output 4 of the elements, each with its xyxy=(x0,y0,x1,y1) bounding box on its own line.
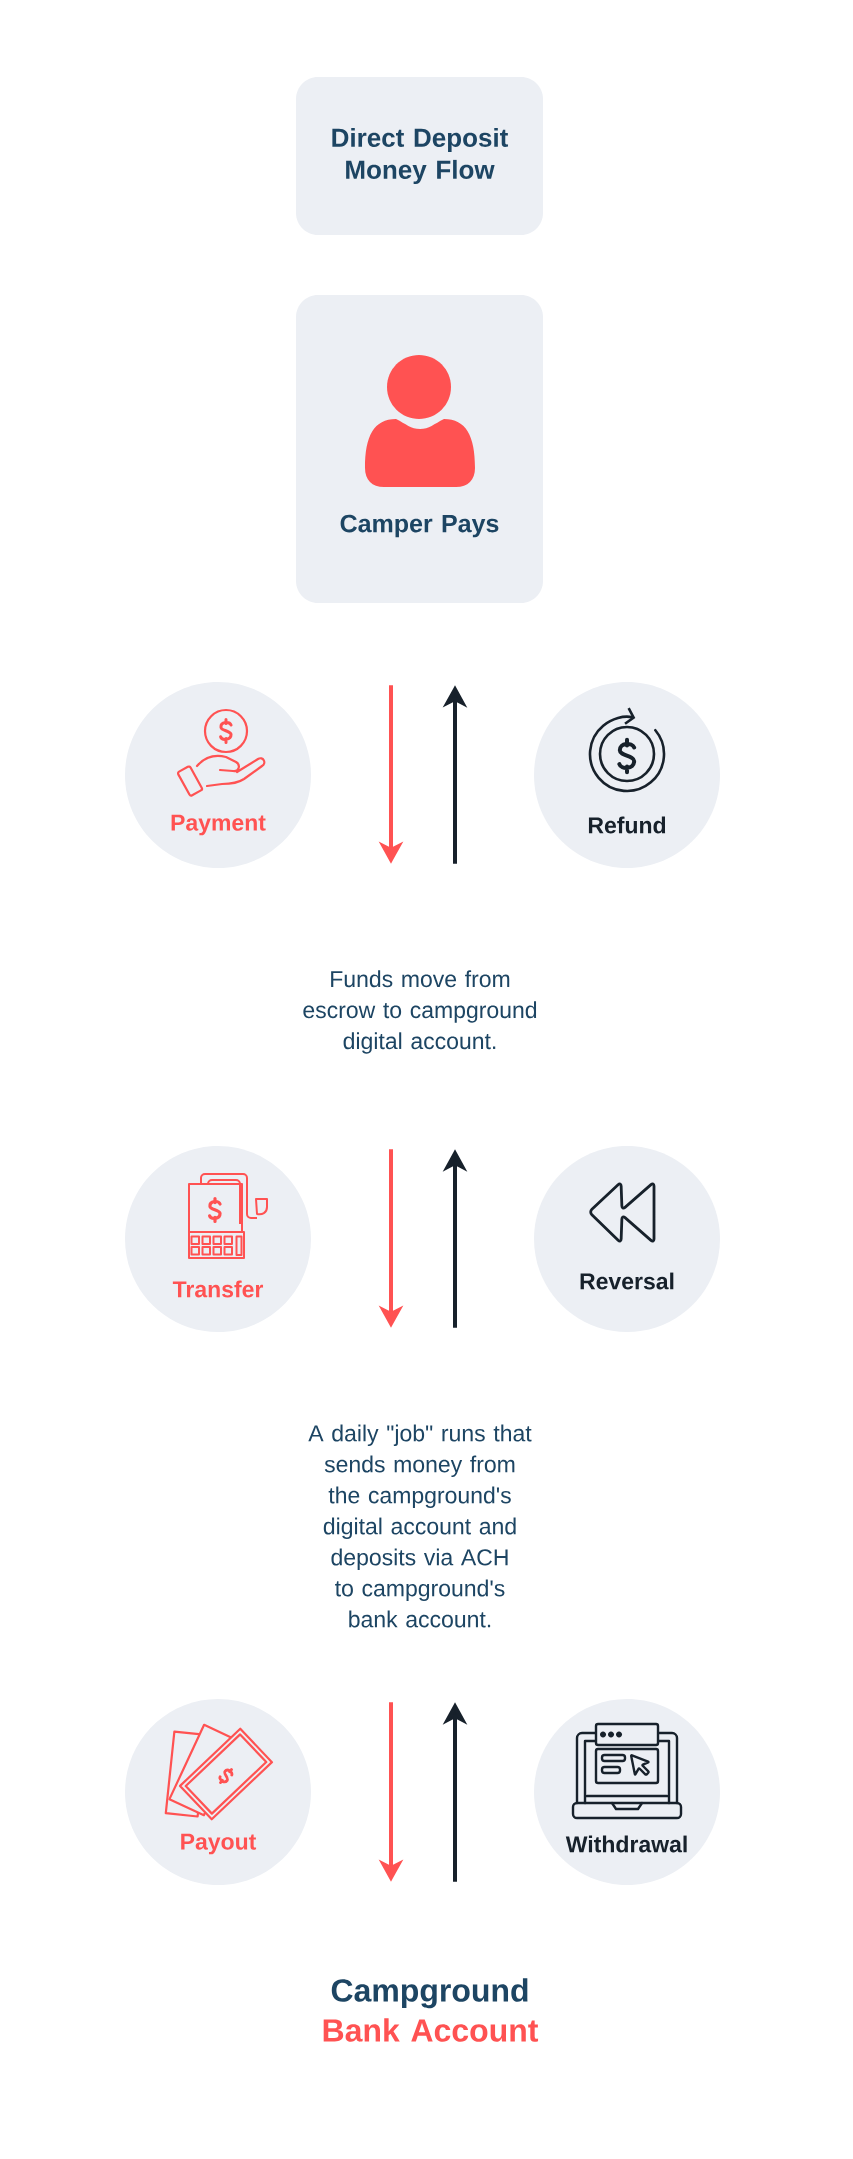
description-text: Funds move from escrow to campground digital account. xyxy=(303,970,537,1054)
description-text: A daily "job" runs that sends money from the campground's digital account and deposits via ACH to campground's bank account. xyxy=(308,1424,532,1628)
heading-text: Campground Bank Account xyxy=(323,1978,539,2042)
title-box: Direct Deposit Money Flow xyxy=(296,77,543,235)
